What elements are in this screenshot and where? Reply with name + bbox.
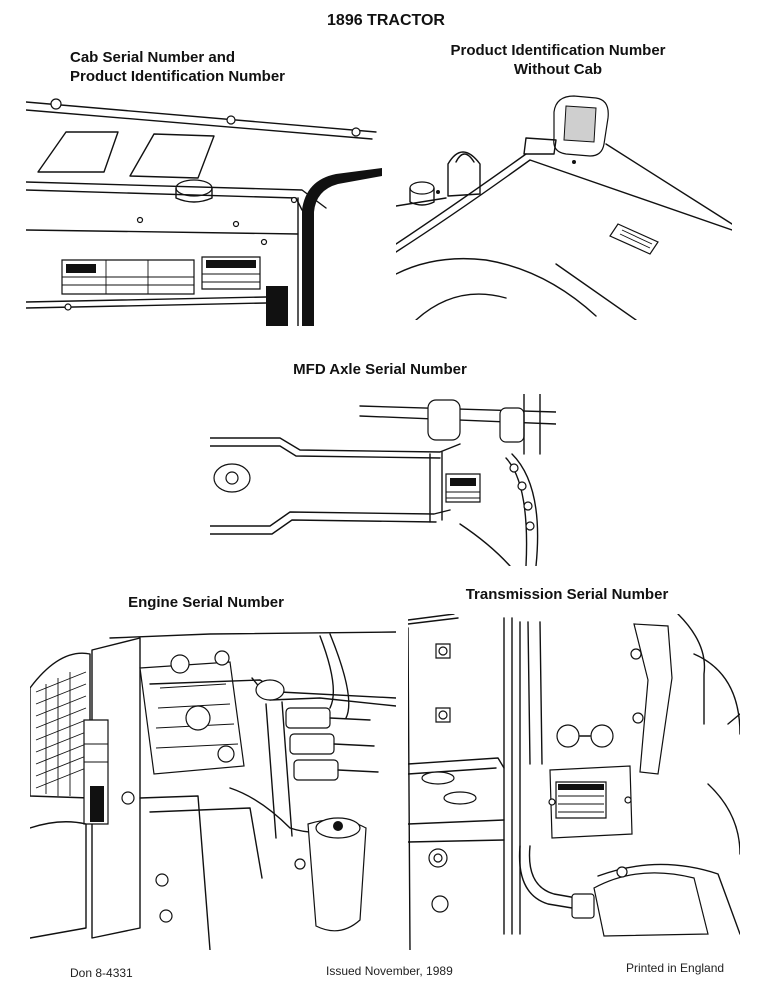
- transmission-illustration: [408, 614, 740, 950]
- no-cab-illustration: [396, 84, 732, 320]
- page-title: 1896 TRACTOR: [327, 12, 445, 29]
- no-cab-heading-line2: Without Cab: [513, 61, 603, 78]
- printed-location: Printed in England: [626, 961, 725, 975]
- engine-heading: Engine Serial Number: [128, 594, 284, 611]
- mfd-axle-heading: MFD Axle Serial Number: [293, 361, 467, 378]
- cab-heading-line1: Cab Serial Number and: [70, 49, 236, 66]
- issued-date: Issued November, 1989: [326, 964, 453, 978]
- doc-number: Don 8-4331: [70, 966, 133, 980]
- cab-illustration: [26, 92, 382, 326]
- no-cab-heading: Product Identification Number Without Ca…: [420, 41, 696, 79]
- mfd-axle-illustration: [210, 394, 556, 566]
- no-cab-heading-line1: Product Identification Number: [450, 42, 666, 59]
- cab-heading: Cab Serial Number and Product Identifica…: [70, 48, 370, 86]
- transmission-heading: Transmission Serial Number: [465, 586, 669, 603]
- engine-illustration: [30, 628, 396, 950]
- cab-heading-line2: Product Identification Number: [70, 68, 286, 85]
